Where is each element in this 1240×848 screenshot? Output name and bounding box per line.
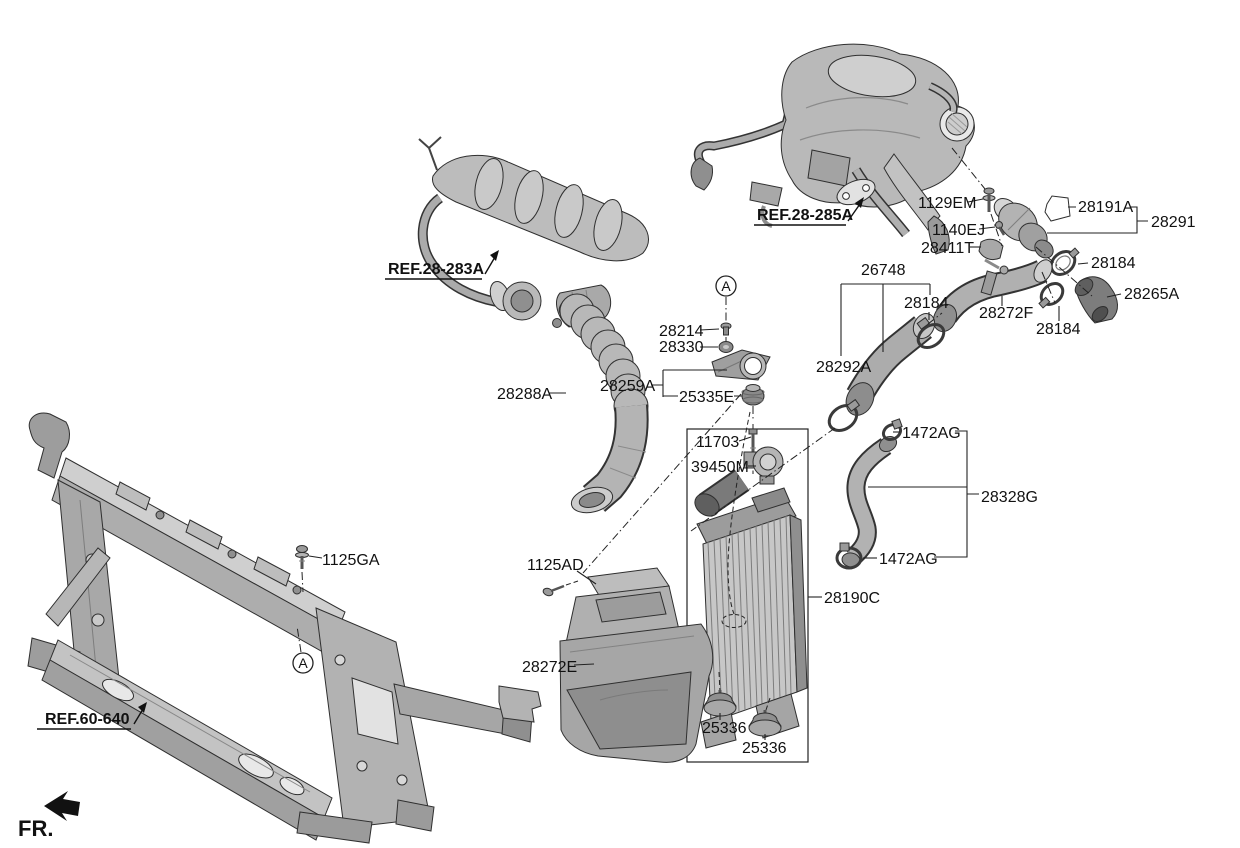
- callout-1125ad[interactable]: 1125AD: [527, 557, 584, 574]
- view-marker-label: A: [298, 655, 308, 671]
- intercooler-inlet-hose-28288a: [558, 293, 649, 514]
- callout-28330[interactable]: 28330: [659, 339, 704, 356]
- clamp-28292a-lower: [827, 398, 861, 433]
- clamp-28184-c: [1038, 282, 1065, 309]
- callout-1472ag-top[interactable]: 1472AG: [902, 425, 961, 442]
- oring-clamp-28184-a: [1049, 247, 1080, 276]
- ref-label[interactable]: REF.60-640: [45, 711, 130, 728]
- front-arrow-icon: [44, 791, 80, 821]
- callout-28259a[interactable]: 28259A: [600, 378, 655, 395]
- callout-28184-c[interactable]: 28184: [1036, 321, 1081, 338]
- exploded-axis-lines: [296, 147, 1093, 653]
- intake-manifold-assembly: [417, 136, 649, 328]
- callout-28291[interactable]: 28291: [1151, 214, 1196, 231]
- callout-11703[interactable]: 11703: [696, 434, 739, 451]
- leader-lines: [308, 198, 1148, 740]
- engine-turbo-assembly: [690, 43, 975, 255]
- fr-label: FR.: [18, 816, 53, 841]
- callout-28272f[interactable]: 28272F: [979, 305, 1033, 322]
- ref-arrowhead: [490, 250, 499, 261]
- callout-28411t[interactable]: 28411T: [921, 240, 974, 257]
- front-direction-marker: FR.: [18, 791, 80, 841]
- callout-1140ej[interactable]: 1140EJ: [932, 222, 985, 239]
- callout-28272e[interactable]: 28272E: [522, 659, 577, 676]
- view-marker-a-bottom: A: [292, 652, 314, 674]
- elbow-hose-28265a: [1074, 276, 1118, 324]
- bolt-1129em: [982, 187, 996, 212]
- ref-label[interactable]: REF.28-285A: [757, 207, 853, 224]
- bolt-1125ad: [542, 580, 579, 597]
- bolt-1140ej: [995, 221, 1006, 236]
- view-marker-label: A: [721, 278, 731, 294]
- callout-1472ag-bottom[interactable]: 1472AG: [879, 551, 938, 568]
- coolant-fitting-39450m: [743, 446, 784, 485]
- callout-25335e[interactable]: 25335E: [679, 389, 734, 406]
- clamp-1472ag-bottom: [835, 542, 863, 570]
- bolt-1125ga: [295, 545, 309, 593]
- part-callouts: 1129EM 28191A 28291 1140EJ 28411T 26748 …: [322, 195, 1196, 757]
- bracket-28411t: [978, 238, 1004, 270]
- bracket-28259a-assembly: [711, 297, 771, 420]
- ref-arrowhead: [855, 197, 864, 208]
- callout-28328g[interactable]: 28328G: [981, 489, 1038, 506]
- intercooler-group-box: [686, 428, 809, 763]
- callout-28214[interactable]: 28214: [659, 323, 704, 340]
- resonator-assembly-28291: [993, 195, 1071, 259]
- intercooler-outlet-pipe-28272f: [932, 259, 1053, 333]
- callout-25336-a[interactable]: 25336: [702, 720, 747, 737]
- callout-1129em[interactable]: 1129EM: [918, 195, 976, 212]
- callout-28265a[interactable]: 28265A: [1124, 286, 1179, 303]
- ref-28-283a[interactable]: REF.28-283A: [385, 250, 499, 280]
- clamp-1472ag-top: [881, 418, 903, 442]
- callout-28184-b[interactable]: 28184: [904, 295, 949, 312]
- intercooler-mount-25336-a: [703, 671, 737, 717]
- callout-1125ga[interactable]: 1125GA: [322, 552, 380, 569]
- clamp-28184-b: [916, 316, 946, 350]
- ref-60-640[interactable]: REF.60-640: [37, 702, 147, 730]
- ref-label[interactable]: REF.28-283A: [388, 261, 484, 278]
- callout-28184-a[interactable]: 28184: [1091, 255, 1136, 272]
- air-guard-duct-28272e: [498, 567, 714, 763]
- intercooler-28190c: [686, 411, 809, 763]
- view-marker-a-top: A: [715, 275, 737, 297]
- ref-28-285a[interactable]: REF.28-285A: [754, 197, 864, 226]
- ref-arrowhead: [138, 702, 147, 713]
- callout-39450m[interactable]: 39450M: [691, 459, 749, 476]
- callout-28191a[interactable]: 28191A: [1078, 199, 1133, 216]
- callout-25336-b[interactable]: 25336: [742, 740, 787, 757]
- radiator-support-frame: [27, 412, 533, 844]
- callout-26748[interactable]: 26748: [861, 262, 906, 279]
- callout-28288a[interactable]: 28288A: [497, 386, 552, 403]
- callout-28292a[interactable]: 28292A: [816, 359, 871, 376]
- intercooler-inlet-pipe-28292a: [845, 313, 936, 416]
- callout-28190c[interactable]: 28190C: [824, 590, 880, 607]
- water-hose-28328g: [841, 435, 898, 568]
- intercooler-mount-25336-b: [748, 697, 782, 737]
